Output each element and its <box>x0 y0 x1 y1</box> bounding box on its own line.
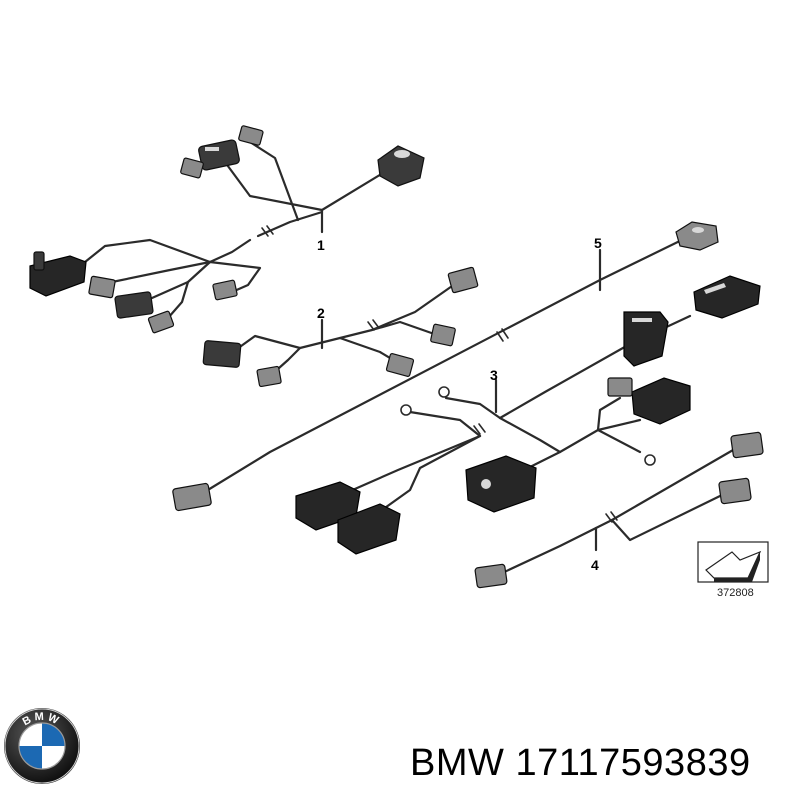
connector-icon <box>693 275 761 319</box>
callout-1: 1 <box>317 237 325 253</box>
connector-icon <box>385 353 415 377</box>
part-number: 17117593839 <box>515 742 751 784</box>
svg-text:BMW: BMW <box>21 711 64 729</box>
connector-icon <box>730 431 764 459</box>
sensor-icon <box>377 145 425 187</box>
connector-icon <box>465 455 537 513</box>
connector-icon <box>607 377 633 397</box>
callout-labels: 1 2 3 4 5 <box>317 235 602 573</box>
plug-icon <box>29 251 87 297</box>
callout-2: 2 <box>317 305 325 321</box>
connector-icon <box>447 266 479 294</box>
connector-icon <box>172 482 212 512</box>
connector-icon <box>238 125 264 146</box>
connector-icon <box>88 275 116 299</box>
harness-2 <box>202 266 479 388</box>
harness-4 <box>474 431 764 589</box>
callout-5: 5 <box>594 235 602 251</box>
connector-icon <box>430 323 456 347</box>
grommet-icon <box>623 311 669 367</box>
connector-icon <box>212 279 238 301</box>
harness-3 <box>295 275 761 555</box>
connector-icon <box>202 340 242 368</box>
connector-icon <box>256 365 282 388</box>
reference-box: 372808 <box>697 541 769 599</box>
connector-icon <box>147 310 175 334</box>
callout-4: 4 <box>591 557 599 573</box>
connector-icon <box>718 477 752 505</box>
connector-icon <box>180 157 204 179</box>
connector-icon <box>474 563 508 589</box>
harness-1 <box>29 125 425 334</box>
part-caption: BMW 17117593839 <box>410 742 751 785</box>
bmw-logo-icon: BMW <box>4 708 80 784</box>
reference-number: 372808 <box>717 587 754 599</box>
connector-icon <box>114 291 154 319</box>
sensor-icon <box>675 221 719 251</box>
harness-5 <box>172 221 719 512</box>
brand-label: BMW <box>410 742 505 784</box>
connector-icon <box>198 139 240 171</box>
connector-icon <box>631 377 691 425</box>
connector-icon <box>337 503 401 555</box>
callout-3: 3 <box>490 367 498 383</box>
logo-text: BMW <box>21 711 61 729</box>
